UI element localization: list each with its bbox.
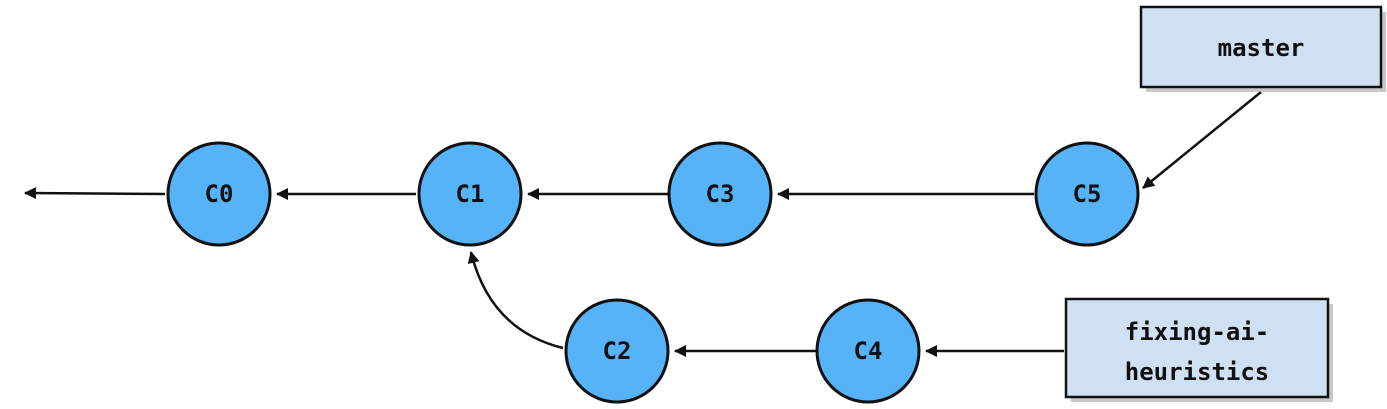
branch-fixing-label-line2: heuristics: [1125, 358, 1270, 386]
commit-c1: C1: [417, 141, 523, 247]
commit-c1-label: C1: [456, 180, 485, 208]
branch-fixing-label-line1: fixing-ai-: [1125, 318, 1270, 346]
edge-c0-history: [24, 187, 166, 200]
commit-c5-label: C5: [1073, 180, 1102, 208]
commit-c4: C4: [815, 298, 921, 404]
commit-c2-label: C2: [603, 337, 632, 365]
commit-c5: C5: [1034, 141, 1140, 247]
branch-fixing-ai-heuristics: fixing-ai- heuristics: [1064, 297, 1333, 402]
commit-c3: C3: [667, 141, 773, 247]
edge-c2-to-c1: [467, 251, 564, 350]
edge-master-to-c5: [1142, 91, 1262, 189]
commit-c0: C0: [166, 141, 272, 247]
branch-master: master: [1139, 5, 1386, 92]
commit-c2: C2: [564, 298, 670, 404]
commit-c3-label: C3: [706, 180, 735, 208]
commit-c0-label: C0: [205, 180, 234, 208]
commit-c4-label: C4: [854, 337, 883, 365]
branch-master-label: master: [1218, 34, 1305, 62]
